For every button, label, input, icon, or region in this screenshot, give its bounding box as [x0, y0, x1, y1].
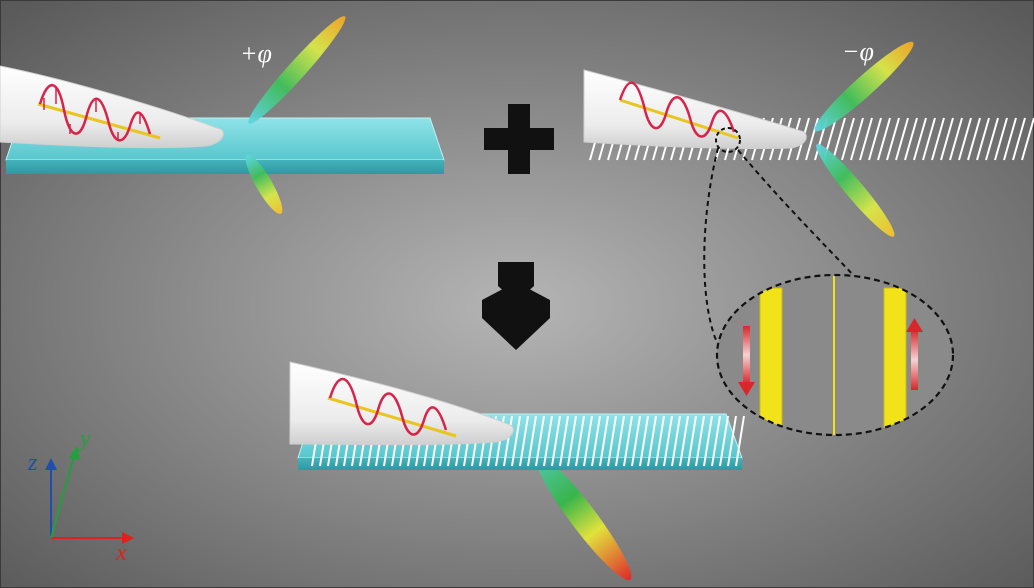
axis-y-arrow-icon [69, 446, 80, 460]
zoom-marker [715, 127, 741, 153]
axis-x-arrow-icon [122, 532, 134, 544]
grating-line [623, 415, 633, 467]
grating-line [647, 415, 657, 467]
grating-line [841, 117, 855, 161]
wave-right [618, 81, 736, 138]
axis-y-line [50, 455, 75, 539]
wave-bottom [328, 377, 448, 436]
grating-line [859, 117, 873, 161]
grating-line [895, 117, 909, 161]
grating-line [1021, 117, 1034, 161]
zoom-line-right [737, 149, 857, 279]
grating-line [958, 117, 972, 161]
grating-line [575, 415, 585, 467]
coordinate-axes: x y z [27, 426, 134, 566]
grating-line [663, 415, 673, 467]
axis-x-label: x [115, 540, 127, 566]
grating-line [904, 117, 918, 161]
beam-up-right [814, 41, 914, 132]
grating-line [719, 415, 729, 467]
grating-line [922, 117, 936, 161]
grating-line [994, 117, 1008, 161]
grating-line [599, 415, 609, 467]
grating-line [519, 415, 529, 467]
axis-y-label: y [78, 426, 91, 452]
grating-line [850, 117, 864, 161]
wave-left [38, 84, 152, 142]
grating-line [976, 117, 990, 161]
grating-line [679, 415, 689, 467]
plus-icon [484, 104, 554, 174]
grating-line [591, 415, 601, 467]
fiber-bottom [289, 361, 514, 445]
grating-line [913, 117, 927, 161]
lens-outline [715, 273, 955, 437]
grating-line [671, 415, 681, 467]
grating-line [551, 415, 561, 467]
axis-z-label: z [27, 450, 38, 476]
zoom-line-left [703, 147, 719, 341]
grating-line [735, 415, 745, 467]
waveguide-front-left [6, 160, 444, 174]
grating-line [1003, 117, 1017, 161]
metal-strip-right [883, 287, 907, 429]
grating-line [503, 415, 513, 467]
grating-line [727, 415, 737, 467]
grating-line [583, 415, 593, 467]
grating-line [931, 117, 945, 161]
grating-line [655, 415, 665, 467]
grating-line [567, 415, 577, 467]
grating-line [967, 117, 981, 161]
grating-line [886, 117, 900, 161]
metal-strip-left [759, 287, 783, 429]
grating-line [527, 415, 537, 467]
grating-line [615, 415, 625, 467]
grating-line [559, 415, 569, 467]
grating-line [511, 415, 521, 467]
label-plus-phi: +φ [240, 39, 272, 68]
fiber-core-bottom [327, 396, 457, 438]
grating-line [1012, 117, 1026, 161]
fiber-core-left [37, 102, 161, 140]
grating-line [543, 415, 553, 467]
grating-line [607, 415, 617, 467]
grating-line [695, 415, 705, 467]
current-arrow-down-icon [738, 326, 755, 396]
current-arrow-up-icon [906, 318, 923, 390]
down-arrow-icon [482, 262, 550, 350]
grating-line [832, 117, 846, 161]
panel-combined [289, 361, 745, 581]
grating-line [877, 117, 891, 161]
grating-line [687, 415, 697, 467]
zoom-lens [715, 273, 955, 437]
grating-line [711, 415, 721, 467]
grating-line [703, 415, 713, 467]
beam-up-left [248, 16, 346, 124]
beam-down-bottom [535, 454, 632, 581]
wave-ticks-left [43, 88, 141, 140]
grating-line [631, 415, 641, 467]
label-minus-phi: −φ [842, 37, 874, 66]
axis-z-arrow-icon [45, 458, 57, 470]
grating-line [535, 415, 545, 467]
panel-minus-phi: −φ [583, 37, 1034, 341]
grating-line [949, 117, 963, 161]
panel-plus-phi: +φ [0, 16, 445, 214]
grating-line [639, 415, 649, 467]
grating-line [985, 117, 999, 161]
grating-line [940, 117, 954, 161]
beam-down-left [245, 154, 283, 214]
grating-line [868, 117, 882, 161]
beam-down-right [816, 144, 895, 237]
